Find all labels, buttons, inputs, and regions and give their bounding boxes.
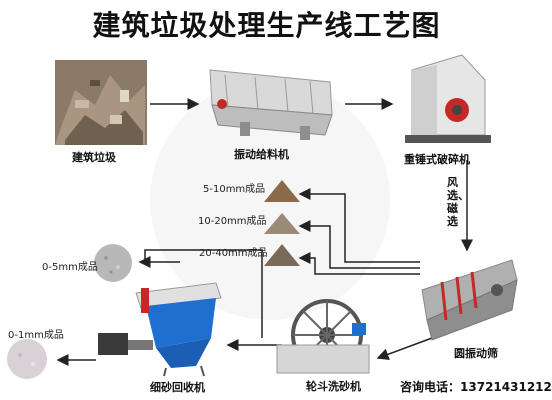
construction-waste-image [55,60,147,145]
product-0-1-image [7,339,47,379]
vibrating-screen-image [421,259,518,341]
arrow-screen-to-p2 [298,220,420,269]
contact-phone: 13721431212 [460,380,552,394]
label-product-5-10: 5-10mm成品 [203,184,266,195]
arrow-screen-to-p3 [298,252,420,275]
label-product-0-5: 0-5mm成品 [42,262,98,273]
product-piles-image [264,180,300,266]
label-separation: 风选、磁选 [447,176,469,228]
label-sand-recovery: 细砂回收机 [150,381,205,394]
label-product-20-40: 20-40mm成品 [199,248,268,259]
label-hammer-crusher: 重锤式破碎机 [404,153,470,166]
vibrating-feeder-image [209,69,333,140]
product-0-5-image [94,244,132,282]
contact-line: 咨询电话：13721431212 [400,378,552,395]
label-product-0-1: 0-1mm成品 [8,330,64,341]
sand-washer-image [276,299,370,374]
label-product-10-20: 10-20mm成品 [198,216,267,227]
sand-recovery-image [98,282,222,377]
hammer-crusher-image [405,54,491,143]
arrow-screen-to-p1 [298,188,420,263]
diagram-title: 建筑垃圾处理生产线工艺图 [92,9,441,42]
label-vibrating-feeder: 振动给料机 [234,148,289,161]
flow-arrows [56,98,473,366]
label-vibrating-screen: 圆振动筛 [454,347,498,360]
arrow-screen-to-washer [376,337,433,360]
label-sand-washer: 轮斗洗砂机 [306,380,361,393]
contact-label: 咨询电话： [400,380,461,394]
label-construction-waste: 建筑垃圾 [72,151,116,164]
